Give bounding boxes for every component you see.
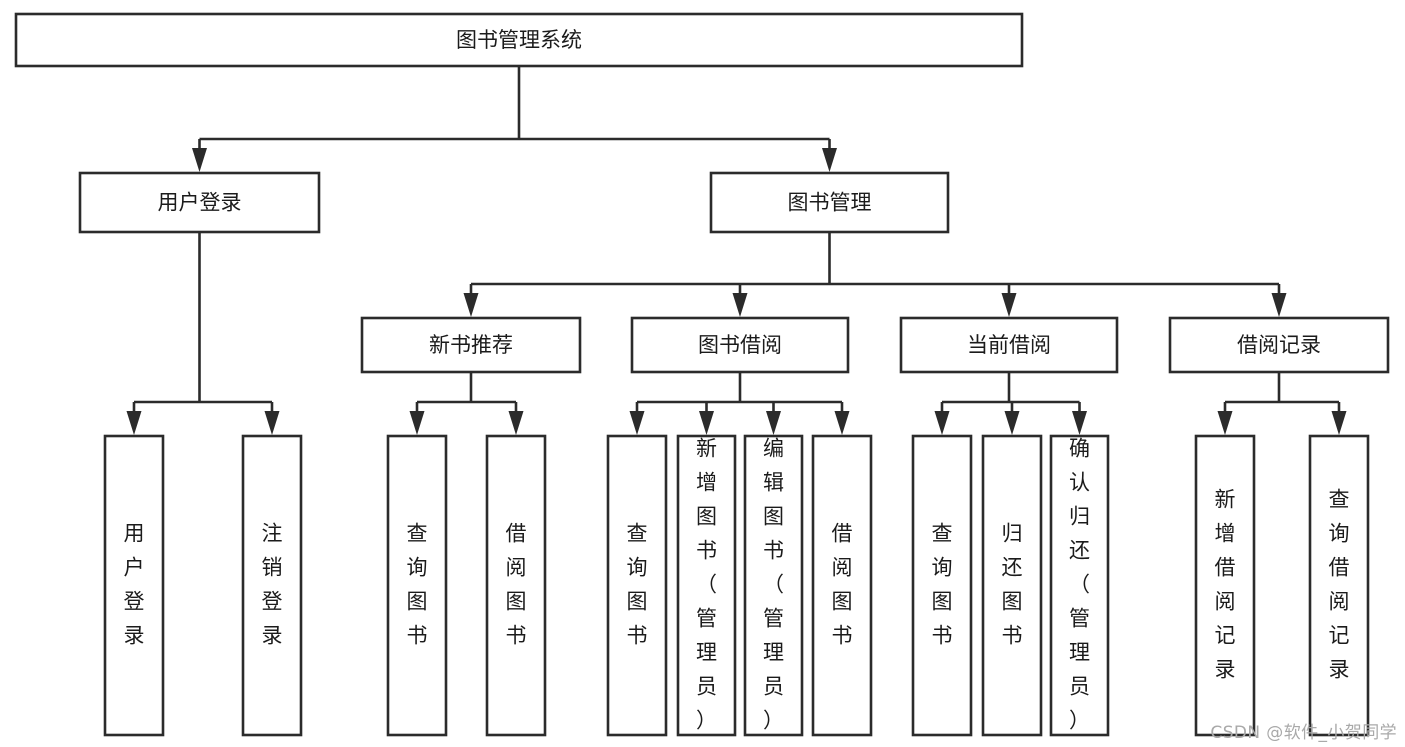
- node-l_edit_book[interactable]: 编辑图书（管理员）: [743, 434, 804, 737]
- node-label-n_current: 当前借阅: [967, 333, 1051, 357]
- node-l_confirm_return[interactable]: 确认归还（管理员）: [1049, 434, 1110, 737]
- node-box-l_borrow_book_1: [485, 434, 547, 737]
- node-l_query_book_2[interactable]: 查询图书: [606, 434, 668, 737]
- node-box-l_login: [103, 434, 165, 737]
- node-box-n_book_mgmt: [709, 171, 950, 234]
- node-label-l_return_book: 归还图书: [1002, 522, 1023, 648]
- node-l_borrow_book_2[interactable]: 借阅图书: [811, 434, 873, 737]
- node-label-l_add_book: 新增图书（管理员）: [696, 437, 717, 733]
- node-label-n_borrow: 图书借阅: [698, 333, 782, 357]
- node-n_user_login[interactable]: 用户登录: [78, 171, 321, 234]
- node-label-n_new_rec: 新书推荐: [429, 333, 513, 357]
- node-layer: 图书管理系统用户登录图书管理新书推荐图书借阅当前借阅借阅记录用户登录注销登录查询…: [14, 12, 1390, 737]
- node-l_return_book[interactable]: 归还图书: [981, 434, 1043, 737]
- connector-group-n_records: [1217, 372, 1347, 435]
- node-l_login[interactable]: 用户登录: [103, 434, 165, 737]
- node-label-l_confirm_return: 确认归还（管理员）: [1069, 437, 1090, 733]
- node-box-l_query_book_1: [386, 434, 448, 737]
- node-l_borrow_book_1[interactable]: 借阅图书: [485, 434, 547, 737]
- node-label-l_add_record: 新增借阅记录: [1215, 488, 1236, 682]
- node-n_current[interactable]: 当前借阅: [899, 316, 1119, 374]
- node-l_add_record[interactable]: 新增借阅记录: [1194, 434, 1256, 737]
- node-box-l_return_book: [981, 434, 1043, 737]
- connector-group-n_new_rec: [409, 372, 524, 435]
- connector-group-n_user_login: [126, 232, 280, 435]
- node-box-n_current: [899, 316, 1119, 374]
- node-label-n_book_mgmt: 图书管理: [788, 191, 872, 215]
- node-label-l_login: 用户登录: [124, 522, 145, 648]
- node-l_query_book_1[interactable]: 查询图书: [386, 434, 448, 737]
- node-label-l_logout: 注销登录: [262, 522, 283, 648]
- node-box-l_confirm_return: [1049, 434, 1110, 737]
- node-label-l_edit_book: 编辑图书（管理员）: [763, 437, 784, 733]
- connector-group-n_borrow: [629, 372, 850, 435]
- node-box-n_borrow: [630, 316, 850, 374]
- node-label-l_borrow_book_1: 借阅图书: [506, 522, 527, 648]
- node-label-root: 图书管理系统: [456, 28, 582, 52]
- node-label-l_query_book_3: 查询图书: [932, 522, 953, 648]
- node-box-n_records: [1168, 316, 1390, 374]
- watermark: CSDN @软件_小贺同学: [1210, 723, 1397, 743]
- connector-group-n_current: [934, 372, 1087, 435]
- node-n_book_mgmt[interactable]: 图书管理: [709, 171, 950, 234]
- node-n_borrow[interactable]: 图书借阅: [630, 316, 850, 374]
- node-box-n_new_rec: [360, 316, 582, 374]
- node-box-l_query_book_3: [911, 434, 973, 737]
- node-box-l_query_record: [1308, 434, 1370, 737]
- node-label-l_borrow_book_2: 借阅图书: [832, 522, 853, 648]
- connector-layer: [126, 66, 1347, 435]
- node-label-n_records: 借阅记录: [1237, 333, 1321, 357]
- node-box-root: [14, 12, 1024, 68]
- node-box-n_user_login: [78, 171, 321, 234]
- node-box-l_add_book: [676, 434, 737, 737]
- node-n_records[interactable]: 借阅记录: [1168, 316, 1390, 374]
- node-l_add_book[interactable]: 新增图书（管理员）: [676, 434, 737, 737]
- node-label-l_query_book_2: 查询图书: [627, 522, 648, 648]
- node-label-n_user_login: 用户登录: [158, 191, 242, 215]
- node-box-l_edit_book: [743, 434, 804, 737]
- connector-group-n_book_mgmt: [463, 232, 1287, 317]
- node-box-l_logout: [241, 434, 303, 737]
- node-box-l_query_book_2: [606, 434, 668, 737]
- node-l_logout[interactable]: 注销登录: [241, 434, 303, 737]
- node-box-l_add_record: [1194, 434, 1256, 737]
- connector-group-root: [192, 66, 837, 172]
- node-label-l_query_record: 查询借阅记录: [1329, 488, 1350, 682]
- node-l_query_record[interactable]: 查询借阅记录: [1308, 434, 1370, 737]
- node-l_query_book_3[interactable]: 查询图书: [911, 434, 973, 737]
- node-n_new_rec[interactable]: 新书推荐: [360, 316, 582, 374]
- node-box-l_borrow_book_2: [811, 434, 873, 737]
- node-root[interactable]: 图书管理系统: [14, 12, 1024, 68]
- node-label-l_query_book_1: 查询图书: [407, 522, 428, 648]
